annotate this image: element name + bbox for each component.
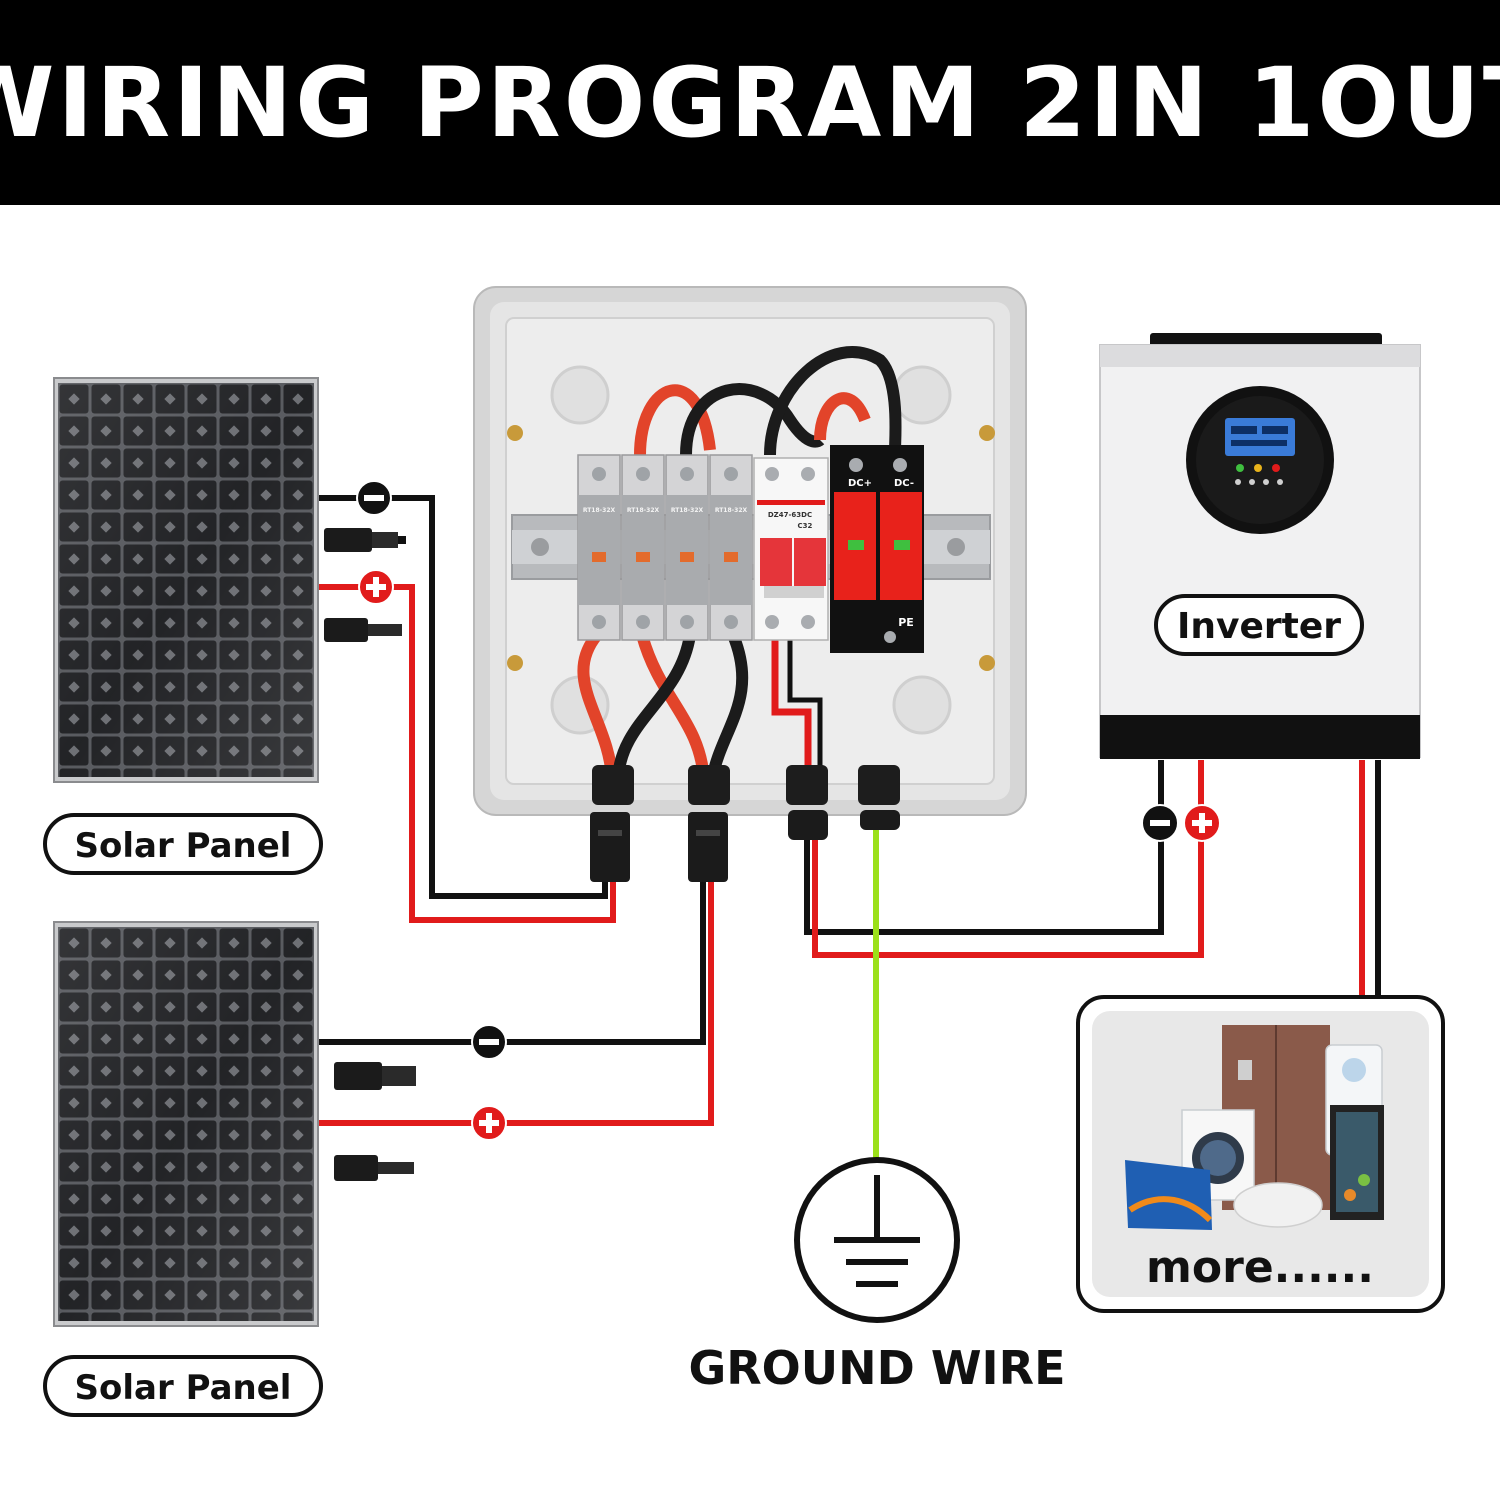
- page-title: WIRING PROGRAM 2IN 1OUT: [0, 46, 1500, 159]
- fuse-label: RT18-32X: [671, 507, 704, 514]
- output-negative-wire: [804, 760, 1164, 935]
- mc4-connector-icon: [324, 618, 402, 642]
- solar-panel-2-text: Solar Panel: [75, 1368, 292, 1408]
- mc4-connector-icon: [334, 1062, 416, 1090]
- appliances-box: more......: [1076, 995, 1445, 1313]
- fuse-holder: RT18-32X: [709, 454, 753, 641]
- breaker-model-label: DZ47-63DC: [768, 511, 812, 519]
- surge-protector: DC+ DC- PE: [830, 445, 924, 653]
- panel-2-negative-wire: [318, 865, 706, 1045]
- cable-gland-outer: [788, 810, 900, 840]
- inverter-lcd-icon: [1186, 386, 1334, 534]
- cable-gland: [858, 765, 900, 805]
- fuse-holder: RT18-32X: [665, 454, 709, 641]
- breaker-rating-label: C32: [798, 522, 813, 530]
- negative-terminal-marker: [471, 1024, 507, 1060]
- solar-panel-1-label: Solar Panel: [43, 813, 323, 875]
- inverter-label: Inverter: [1177, 606, 1341, 647]
- combiner-box: RT18-32X RT18-32X RT18-32X RT18-32X: [473, 286, 1027, 816]
- negative-terminal-marker: [1141, 804, 1179, 842]
- fuse-holder: RT18-32X: [577, 454, 621, 641]
- cable-gland: [688, 765, 730, 805]
- ground-icon: [794, 1157, 960, 1323]
- positive-terminal-marker: [471, 1105, 507, 1141]
- mc4-connector-icon: [324, 528, 406, 552]
- solar-panel-1-text: Solar Panel: [75, 826, 292, 866]
- spd-dc-plus-label: DC+: [848, 478, 872, 489]
- solar-panel-2-label: Solar Panel: [43, 1355, 323, 1417]
- fuse-label: RT18-32X: [627, 507, 660, 514]
- inverter: Inverter: [1099, 333, 1421, 759]
- mc4-connector-icon: [334, 1155, 414, 1181]
- appliances-label: more......: [1146, 1242, 1374, 1293]
- ground-wire-label: GROUND WIRE: [688, 1341, 1065, 1395]
- panel-2-positive-wire: [318, 865, 714, 1126]
- output-positive-wire: [812, 760, 1204, 958]
- spd-dc-minus-label: DC-: [894, 478, 914, 489]
- solar-panel-1: [53, 377, 319, 783]
- solar-panel-2: [53, 921, 319, 1327]
- positive-terminal-marker: [1183, 804, 1221, 842]
- cable-gland: [786, 765, 828, 805]
- positive-terminal-marker: [358, 569, 394, 605]
- fuse-label: RT18-32X: [715, 507, 748, 514]
- mc4-connector-icon: [590, 812, 630, 882]
- negative-terminal-marker: [356, 480, 392, 516]
- dc-circuit-breaker: DZ47-63DC C32: [753, 457, 829, 641]
- title-banner: WIRING PROGRAM 2IN 1OUT: [0, 0, 1500, 205]
- pe-label: PE: [898, 616, 914, 629]
- fuse-label: RT18-32X: [583, 507, 616, 514]
- appliances-icon: [1125, 1025, 1384, 1230]
- panel-1-negative-wire: [318, 495, 608, 899]
- wires: [318, 495, 1381, 1160]
- mc4-connector-icon: [688, 812, 728, 882]
- cable-gland: [592, 765, 634, 805]
- fuse-holder: RT18-32X: [621, 454, 665, 641]
